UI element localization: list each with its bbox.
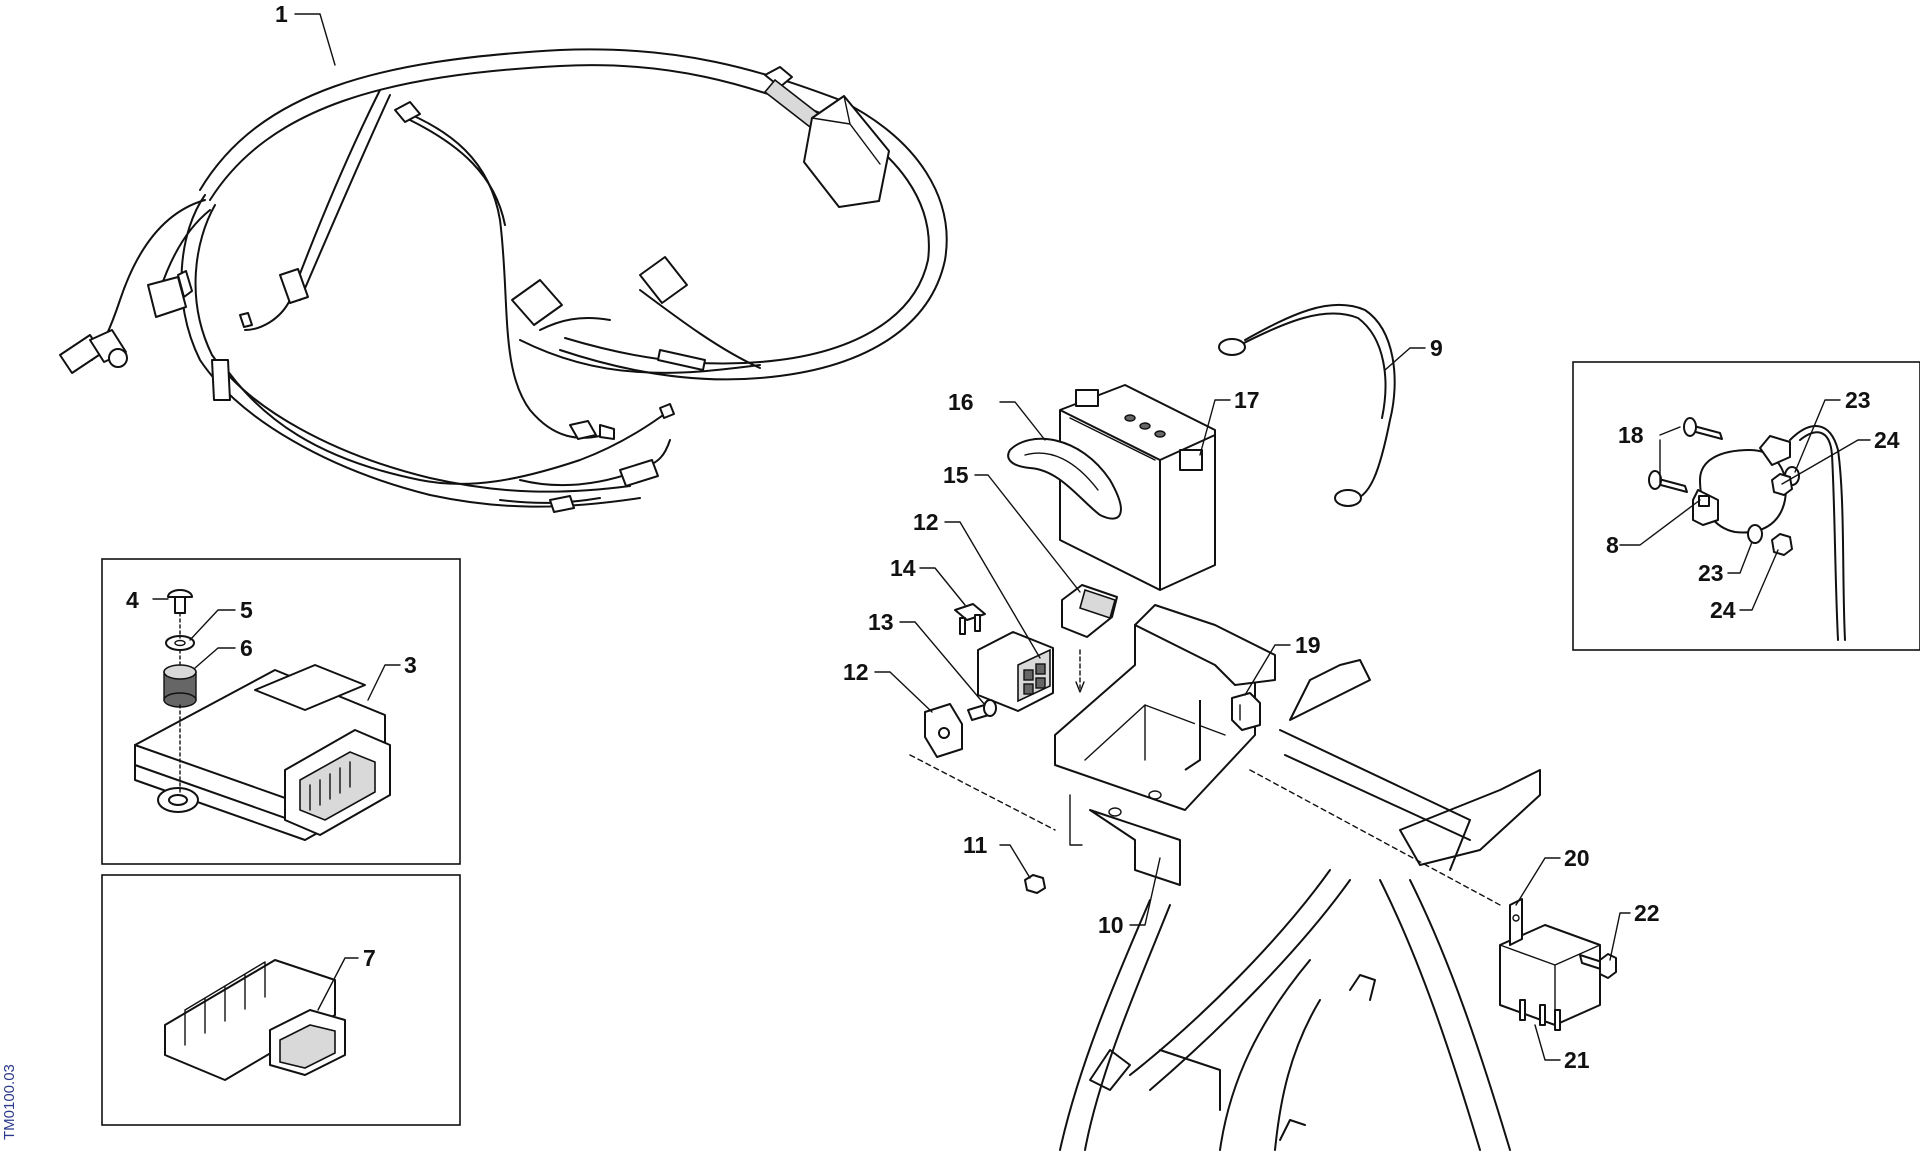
callout-18: 18 xyxy=(1618,422,1644,448)
document-code: TM0100.03 xyxy=(1,1064,18,1140)
coil-washer-bottom xyxy=(1747,524,1763,544)
battery-strap xyxy=(1007,437,1122,520)
cdi-unit-frame xyxy=(101,558,461,865)
coil-nut-bottom xyxy=(1771,533,1793,556)
callout-6: 6 xyxy=(240,635,253,661)
callout-14: 14 xyxy=(890,555,916,581)
main-connector xyxy=(763,66,890,208)
battery xyxy=(1059,384,1216,591)
rubber-grommet xyxy=(163,664,197,708)
regulator-frame xyxy=(101,874,461,1126)
mounting-screw xyxy=(167,589,193,614)
callout-23-bottom: 23 xyxy=(1698,560,1724,586)
coil-bolts xyxy=(1648,417,1723,493)
cdi-unit xyxy=(134,664,391,841)
callout-20: 20 xyxy=(1564,845,1590,871)
callout-24-top: 24 xyxy=(1874,427,1900,453)
callout-5: 5 xyxy=(240,597,253,623)
callout-12-bottom: 12 xyxy=(843,659,869,685)
clip xyxy=(1231,692,1261,731)
callout-7: 7 xyxy=(363,945,376,971)
ignition-coil-frame xyxy=(1572,361,1920,651)
callout-17: 17 xyxy=(1234,387,1260,413)
flasher-screw xyxy=(1579,953,1617,979)
callout-23-top: 23 xyxy=(1845,387,1871,413)
nut xyxy=(1024,874,1046,894)
callout-8: 8 xyxy=(1606,532,1619,558)
callout-15: 15 xyxy=(943,462,969,488)
harness-connectors xyxy=(59,101,706,513)
frame-section xyxy=(1059,659,1541,1151)
callout-22: 22 xyxy=(1634,900,1660,926)
callout-12-top: 12 xyxy=(913,509,939,535)
callout-4: 4 xyxy=(126,587,139,613)
battery-cable xyxy=(1218,303,1396,507)
callout-9: 9 xyxy=(1430,335,1443,361)
fuse xyxy=(954,603,986,635)
callout-10: 10 xyxy=(1098,912,1124,938)
callout-21: 21 xyxy=(1564,1047,1590,1073)
callout-19: 19 xyxy=(1295,632,1321,658)
leader-lines xyxy=(152,13,1871,1061)
callout-13: 13 xyxy=(868,609,894,635)
callout-3: 3 xyxy=(404,652,417,678)
callout-16: 16 xyxy=(948,389,974,415)
callout-labels: 1 4 5 6 3 7 16 17 9 15 12 14 13 12 11 10… xyxy=(126,1,1900,1073)
callout-1: 1 xyxy=(275,1,288,27)
mounting-plate xyxy=(924,703,963,758)
relay xyxy=(1061,584,1118,638)
battery-tray xyxy=(1054,604,1276,886)
wiring-harness xyxy=(59,48,948,513)
fuse-holder xyxy=(977,631,1054,712)
flasher-relay xyxy=(1499,898,1601,1031)
voltage-regulator xyxy=(164,959,346,1081)
callout-11: 11 xyxy=(963,832,988,858)
callout-24-bottom: 24 xyxy=(1710,597,1736,623)
holder-screw xyxy=(967,699,997,721)
